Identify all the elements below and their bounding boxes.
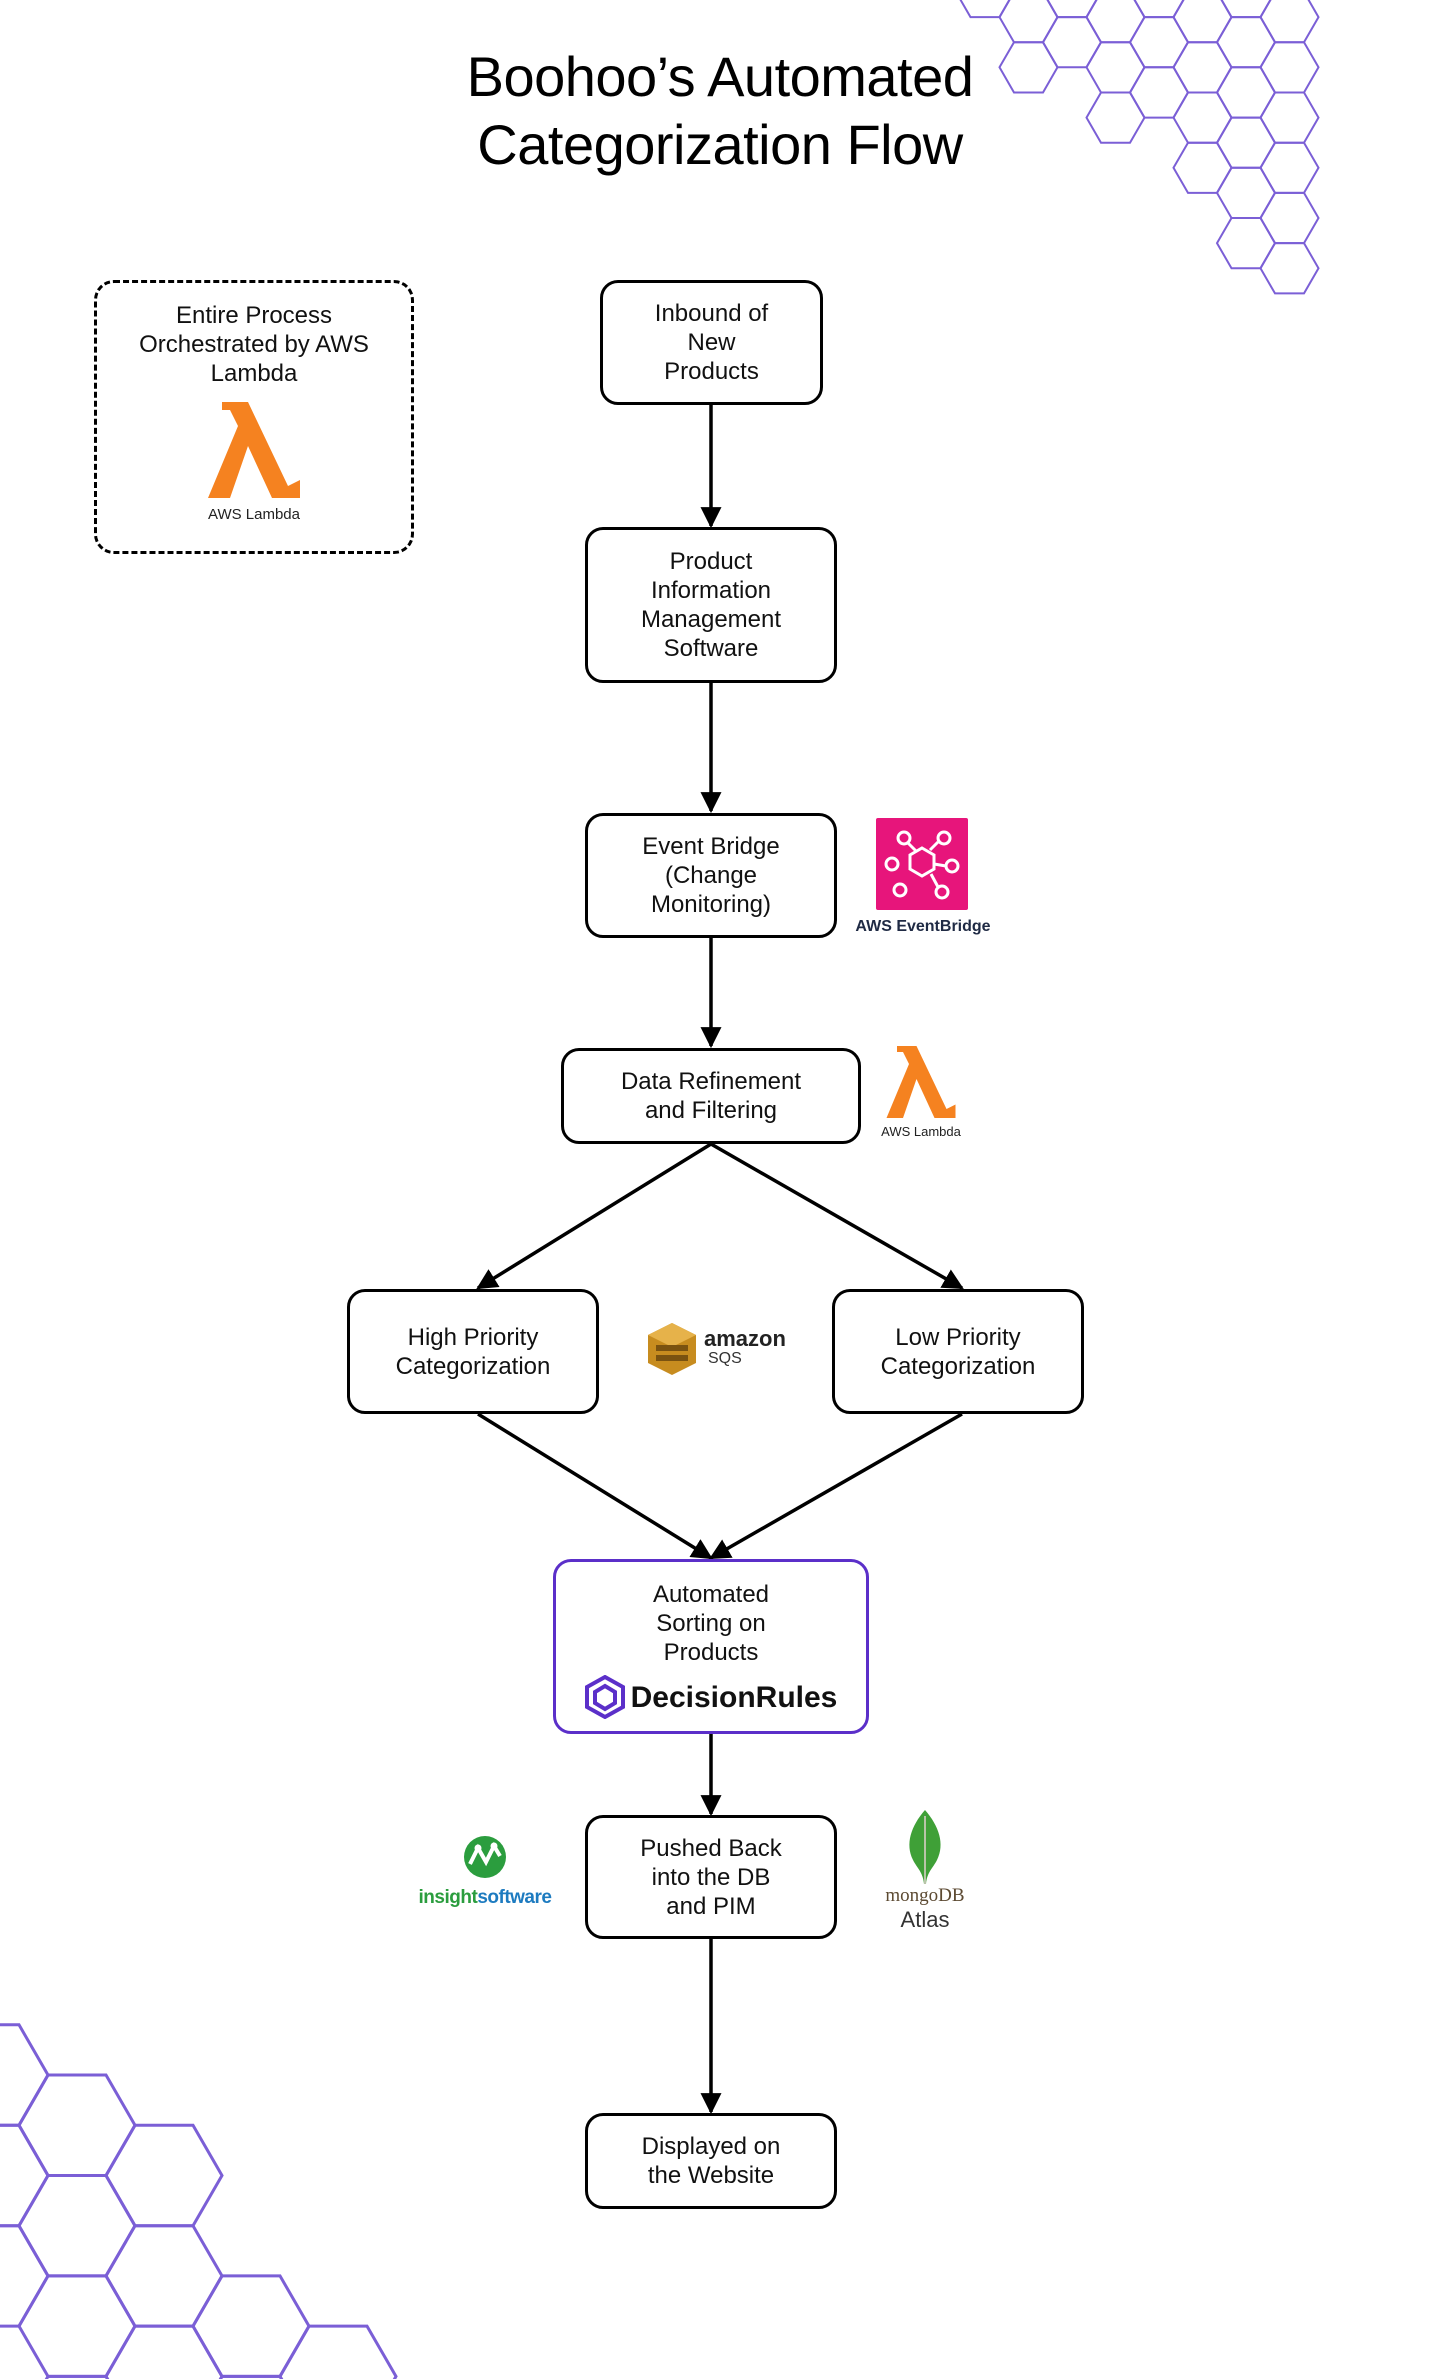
decisionrules-logo: DecisionRules — [584, 1675, 838, 1719]
node-product-information-management: Product Information Management Software — [585, 527, 837, 683]
hexagon-pattern-bottom-left — [0, 2023, 398, 2379]
hexagon-shape — [1085, 0, 1146, 44]
arrow-low-to-sorting — [709, 1412, 963, 1560]
mongodb-leaf-icon — [909, 1810, 941, 1884]
node-automated-sorting: Automated Sorting on Products DecisionRu… — [553, 1559, 869, 1734]
orchestration-text: Entire Process Orchestrated by AWS Lambd… — [139, 302, 369, 387]
page-title-line-2: Categorization Flow — [477, 113, 963, 176]
hexagon-shape — [0, 2123, 50, 2228]
node-inbound-new-products: Inbound of New Products — [600, 280, 823, 405]
sqs-sub: SQS — [708, 1350, 742, 1367]
sqs-icon — [648, 1323, 696, 1375]
hexagon-shape — [104, 2123, 224, 2228]
hexagon-shape — [17, 2274, 137, 2378]
hexagon-shape — [0, 2224, 50, 2328]
mongodb-atlas-text: Atlas — [900, 1907, 950, 1932]
mongodb-atlas-logo: mongoDB Atlas — [870, 1810, 980, 1940]
arrow-high-to-sorting — [477, 1412, 713, 1560]
eventbridge-caption: AWS EventBridge — [855, 918, 991, 935]
node-label: Automated Sorting on Products — [652, 1581, 770, 1666]
decisionrules-wordmark: DecisionRules — [630, 1680, 838, 1714]
orchestration-box: Entire Process Orchestrated by AWS Lambd… — [94, 280, 414, 554]
insightsoftware-wordmark-part1: insight — [418, 1887, 478, 1908]
node-label: Inbound of New Products — [654, 300, 769, 385]
node-low-priority: Low Priority Categorization — [832, 1289, 1084, 1414]
sqs-wordmark: amazon — [704, 1326, 786, 1351]
orchestration-logo-caption: AWS Lambda — [208, 506, 300, 523]
hexagon-shape — [278, 2324, 398, 2379]
hexagon-shape — [1259, 0, 1320, 44]
arrow-refine-to-high — [476, 1142, 712, 1290]
amazon-sqs-logo: amazon SQS — [646, 1318, 796, 1380]
eventbridge-logo — [876, 818, 968, 910]
hexagon-shape — [1215, 217, 1277, 270]
hexagon-pattern-top-right — [959, 0, 1320, 295]
hexagon-icon — [584, 1675, 625, 1719]
hexagon-shape — [17, 2174, 137, 2278]
page-title-line-1: Boohoo’s Automated — [466, 45, 974, 108]
node-event-bridge: Event Bridge (Change Monitoring) — [585, 813, 837, 938]
hexagon-shape — [1259, 242, 1320, 295]
insightsoftware-wordmark-part2: software — [477, 1887, 552, 1908]
node-label: Low Priority Categorization — [880, 1323, 1036, 1380]
node-label: Event Bridge (Change Monitoring) — [642, 833, 780, 918]
hexagon-shape — [191, 2274, 311, 2378]
node-displayed-website: Displayed on the Website — [585, 2113, 837, 2209]
hexagon-shape — [104, 2324, 224, 2379]
insightsoftware-logo: insightsoftware — [410, 1834, 560, 1914]
node-label: High Priority Categorization — [395, 1323, 551, 1380]
node-label: Product Information Management Software — [640, 548, 782, 662]
node-label: Displayed on the Website — [641, 2133, 781, 2189]
hexagon-shape — [17, 2073, 137, 2177]
arrow-refine-to-low — [710, 1142, 964, 1290]
connectors — [476, 405, 964, 2115]
mongodb-wordmark: mongoDB — [885, 1885, 965, 1906]
lambda-icon — [208, 402, 300, 498]
hexagon-shape — [104, 2224, 224, 2328]
node-label: Data Refinement and Filtering — [620, 1068, 802, 1124]
lambda-icon — [886, 1046, 956, 1118]
hexagon-shape — [1172, 0, 1233, 44]
lambda-caption: AWS Lambda — [881, 1124, 961, 1139]
hexagon-shape — [1259, 191, 1320, 245]
hexagon-shape — [0, 2023, 50, 2127]
node-pushed-back: Pushed Back into the DB and PIM — [585, 1815, 837, 1939]
insightsoftware-icon — [464, 1836, 506, 1878]
eventbridge-icon — [884, 830, 960, 900]
node-data-refinement: Data Refinement and Filtering — [561, 1048, 861, 1144]
node-high-priority: High Priority Categorization — [347, 1289, 599, 1414]
node-label: Pushed Back into the DB and PIM — [640, 1834, 782, 1920]
hexagon-shape — [998, 0, 1059, 44]
